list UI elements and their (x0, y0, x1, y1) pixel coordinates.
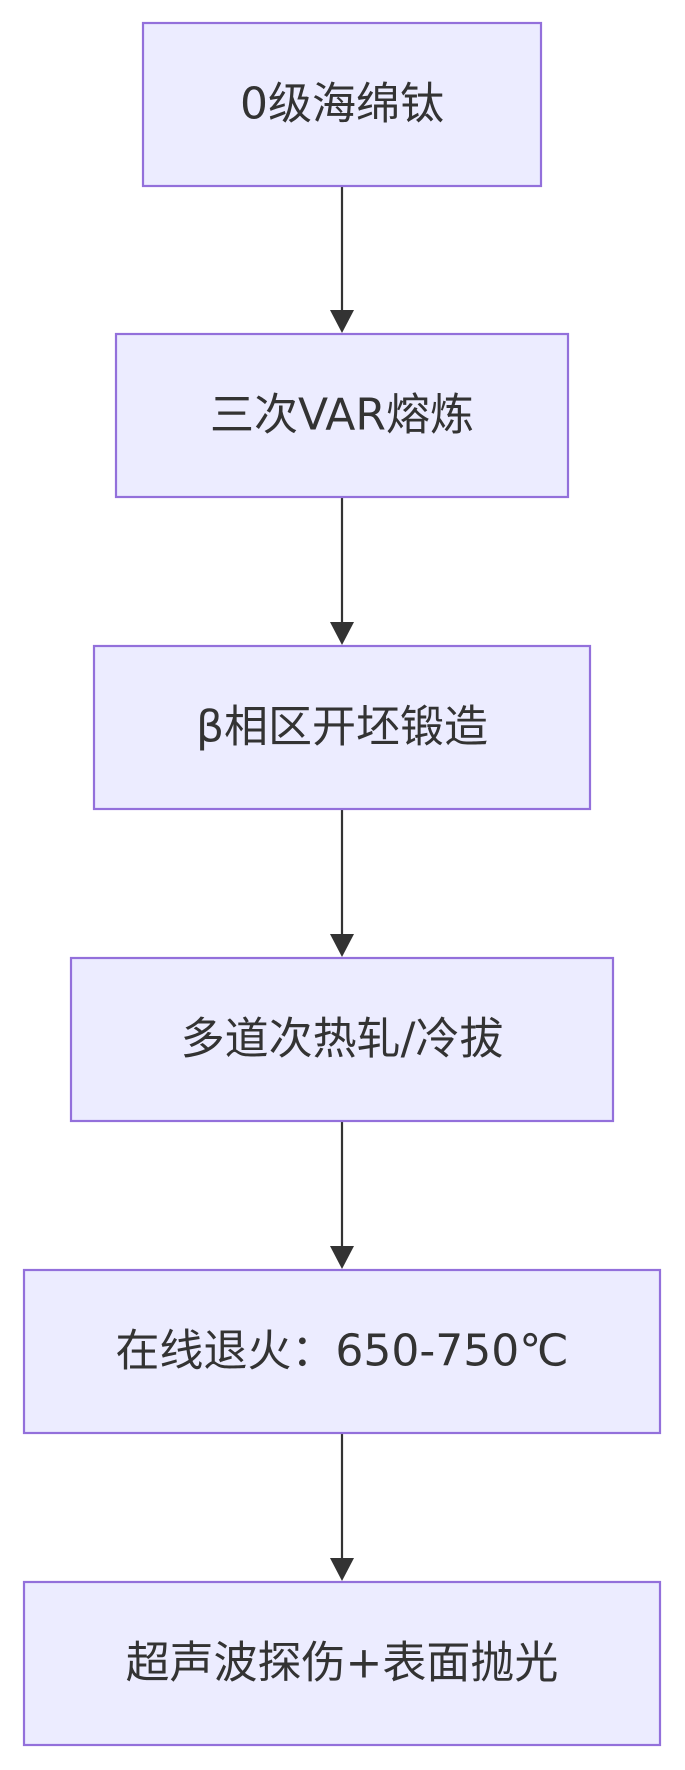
flow-node-1: 0级海绵钛 (141, 21, 543, 188)
flow-node-label: 多道次热轧/冷拔 (181, 1014, 504, 1065)
arrow-head-icon (330, 934, 354, 957)
flow-node-6: 超声波探伤+表面抛光 (22, 1580, 662, 1747)
flow-arrow-2 (330, 497, 354, 645)
flow-node-box (22, 1580, 662, 1747)
flow-node-label: 超声波探伤+表面抛光 (126, 1638, 559, 1689)
flow-arrow-4 (330, 1121, 354, 1269)
flow-node-4: 多道次热轧/冷拔 (69, 956, 615, 1123)
flow-node-label: 在线退火：650-750℃ (115, 1326, 568, 1377)
flow-node-box (141, 21, 543, 188)
flow-node-label: 三次VAR熔炼 (210, 390, 474, 441)
arrow-head-icon (330, 1246, 354, 1269)
flow-node-box (92, 644, 592, 811)
flow-arrow-3 (330, 809, 354, 957)
arrow-head-icon (330, 1558, 354, 1581)
arrow-head-icon (330, 310, 354, 333)
flow-node-5: 在线退火：650-750℃ (22, 1268, 662, 1435)
flow-arrow-1 (330, 186, 354, 333)
flow-arrow-5 (330, 1433, 354, 1581)
flow-node-box (114, 332, 570, 499)
flow-node-box (69, 956, 615, 1123)
flow-node-2: 三次VAR熔炼 (114, 332, 570, 499)
flow-node-3: β相区开坯锻造 (92, 644, 592, 811)
flow-node-label: 0级海绵钛 (240, 79, 444, 130)
arrow-head-icon (330, 622, 354, 645)
flow-node-box (22, 1268, 662, 1435)
edges-layer (330, 186, 354, 1581)
flow-node-label: β相区开坯锻造 (196, 702, 488, 753)
